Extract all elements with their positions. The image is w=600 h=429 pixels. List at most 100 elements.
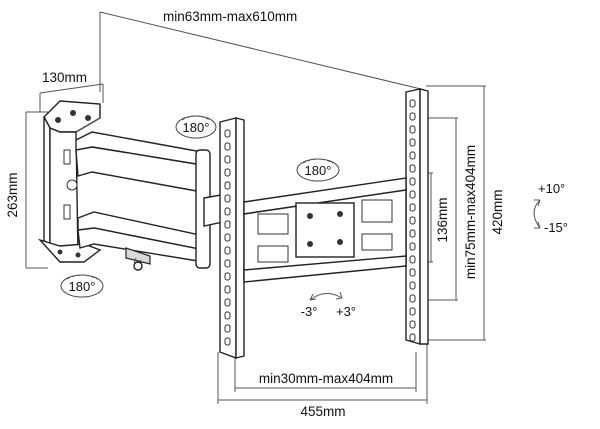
tilt-down-label: -15° <box>544 220 568 235</box>
rail-slot <box>409 242 416 251</box>
wall-screw-hole <box>85 115 91 121</box>
rotation-left-label: -3° <box>301 304 318 319</box>
rail-slot <box>224 194 231 203</box>
rail-slot <box>224 168 231 177</box>
wall-plate-front <box>49 126 79 263</box>
center-plate-hole <box>337 239 343 245</box>
rail-slot <box>409 138 416 147</box>
rail-slot <box>224 324 231 333</box>
rail-slot <box>224 311 231 320</box>
center-plate-hole <box>337 211 343 217</box>
rotation-wall-swivel: 180° <box>60 274 104 298</box>
rail-slot <box>224 207 231 216</box>
rail-slot <box>224 129 231 138</box>
wall-plate-side <box>43 116 51 253</box>
rail-slot <box>224 285 231 294</box>
center-height-label: 136mm <box>435 197 450 242</box>
rail-holes <box>224 99 416 346</box>
rail-slot <box>409 151 416 160</box>
wall-plate-pivot <box>66 179 78 191</box>
rail-slot <box>224 220 231 229</box>
crossbar-cutout <box>257 245 289 263</box>
crossbar-cutout <box>257 213 289 235</box>
rail-slot <box>224 298 231 307</box>
level-adjust-arrow-right <box>335 291 343 300</box>
head-swivel-arc <box>302 158 334 164</box>
arm-knob-head <box>133 261 143 271</box>
rail-slot <box>409 333 416 342</box>
rail-slot <box>409 307 416 316</box>
left-rail-side <box>235 117 245 359</box>
tilt-arrow-up <box>534 199 541 207</box>
crossbar-cutout <box>361 199 393 223</box>
swing-arm <box>75 131 211 271</box>
level-adjust-arc <box>309 293 343 301</box>
tilt-up-label: +10° <box>538 181 565 196</box>
tilt-arrow-down <box>534 221 541 229</box>
rail-slot <box>224 259 231 268</box>
rail-slot <box>409 255 416 264</box>
wall-width-label: 130mm <box>42 70 87 85</box>
rail-slot <box>224 337 231 346</box>
rail-slot <box>224 142 231 151</box>
rotation-right-label: +3° <box>336 304 356 319</box>
bracket-width-label: 455mm <box>300 404 345 419</box>
bracket-height-label: 420mm <box>490 189 505 234</box>
center-plate <box>295 202 355 258</box>
wall-plate-slot <box>63 204 71 220</box>
center-plate-hole <box>307 241 313 247</box>
wall-swivel-label: 180° <box>69 279 96 294</box>
rail-slot <box>409 281 416 290</box>
wall-plate-slot <box>63 149 71 165</box>
rotation-head-swivel: 180° <box>296 158 340 182</box>
arm-swivel-arc <box>181 115 211 121</box>
tilt-indicator: +10° -15° <box>533 181 568 235</box>
wall-screw-hole <box>57 249 63 255</box>
crossbar-cutout <box>361 233 393 251</box>
rail-slot <box>224 246 231 255</box>
dimension-lines <box>25 11 486 404</box>
rail-slot <box>409 112 416 121</box>
rail-slot <box>409 294 416 303</box>
rail-slot <box>409 190 416 199</box>
wall-screw-hole <box>55 117 61 123</box>
vesa-horizontal-label: min30mm-max404mm <box>259 371 393 386</box>
rail-slot <box>224 272 231 281</box>
rail-slot <box>224 233 231 242</box>
rail-slot <box>409 216 416 225</box>
rail-slot <box>409 320 416 329</box>
vesa-bracket <box>219 88 429 360</box>
rail-slot <box>224 181 231 190</box>
rotation-arm-swivel: 180° <box>175 115 217 139</box>
wall-plate <box>37 100 102 263</box>
rail-slot <box>409 177 416 186</box>
rail-slot <box>409 203 416 212</box>
arm-swivel-ring <box>175 115 217 139</box>
arm-swivel-label: 180° <box>183 120 210 135</box>
vesa-vertical-label: min75mm-max404mm <box>463 145 478 279</box>
tilt-arc <box>533 199 541 229</box>
rotation-level-adjust: -3° +3° <box>301 291 356 319</box>
rail-slot <box>224 155 231 164</box>
center-plate-hole <box>307 213 313 219</box>
rail-slot <box>409 268 416 277</box>
rail-slot <box>409 164 416 173</box>
wall-plate-edge <box>75 117 101 133</box>
wall-screw-hole <box>75 252 81 258</box>
wall-height-label: 263mm <box>5 172 20 217</box>
wall-swivel-arc <box>66 274 98 280</box>
rail-slot <box>409 125 416 134</box>
wall-screw-hole <box>70 110 76 116</box>
head-swivel-label: 180° <box>305 163 332 178</box>
arm-extension-label: min63mm-max610mm <box>163 9 297 24</box>
wall-plate-top <box>43 100 101 133</box>
wall-width-dim-line <box>39 83 104 94</box>
level-adjust-arrow-left <box>309 293 317 301</box>
crossbar-bottom <box>243 255 407 283</box>
arm-cable-clip <box>125 247 151 265</box>
rail-slot <box>409 229 416 238</box>
rail-slot <box>409 99 416 108</box>
arm-extension-dim-line <box>99 11 426 91</box>
right-rail-side <box>419 88 429 345</box>
